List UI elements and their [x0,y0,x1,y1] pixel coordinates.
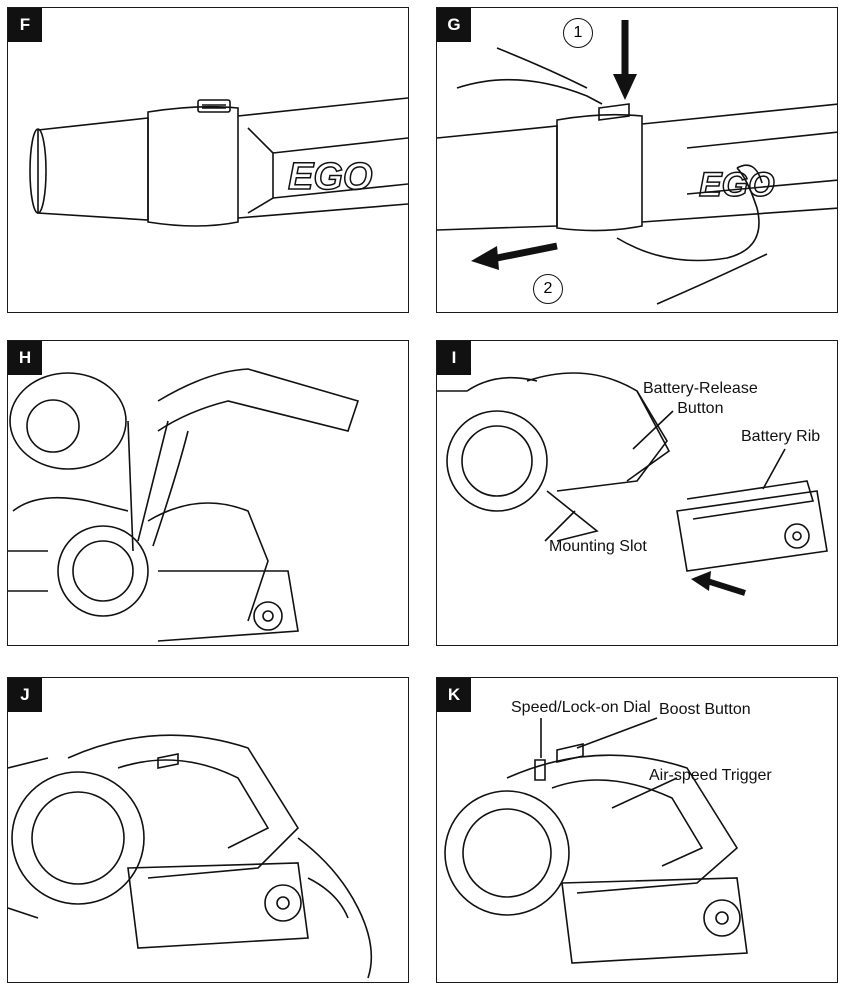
brand-logo: EGO [288,156,372,198]
panel-h: H [7,340,409,646]
panel-i: Battery-Release Button Battery Rib Mount… [436,340,838,646]
blower-tube-illustration: EGO [29,97,408,227]
panel-j-tag: J [8,678,42,712]
controls-illustration [444,717,748,964]
assembled-blower-illustration [8,734,373,979]
tube-removal-illustration: EGO [437,20,837,305]
speed-lock-on-dial-label: Speed/Lock-on Dial [511,699,651,716]
battery-rib-label: Battery Rib [741,428,821,445]
panel-f: EGO F [7,7,409,313]
panel-g: EGO 1 2 G [436,7,838,313]
step-2-marker: 2 [533,274,563,304]
panel-f-tag: F [8,8,42,42]
brand-logo: EGO [699,166,775,204]
step-1-marker: 1 [563,18,593,48]
panel-g-tag: G [437,8,471,42]
mounting-slot-label: Mounting Slot [549,538,647,555]
panel-i-tag: I [437,341,471,375]
panel-k-tag: K [437,678,471,712]
battery-release-button-label: Battery-Release Button [643,380,758,417]
battery-install-illustration [437,372,828,596]
panel-k: Speed/Lock-on Dial Boost Button Air-spee… [436,677,838,983]
panel-h-tag: H [8,341,42,375]
boost-button-label: Boost Button [659,701,751,718]
shoulder-strap-illustration [8,368,360,642]
air-speed-trigger-label: Air-speed Trigger [649,767,772,784]
panel-j: J [7,677,409,983]
